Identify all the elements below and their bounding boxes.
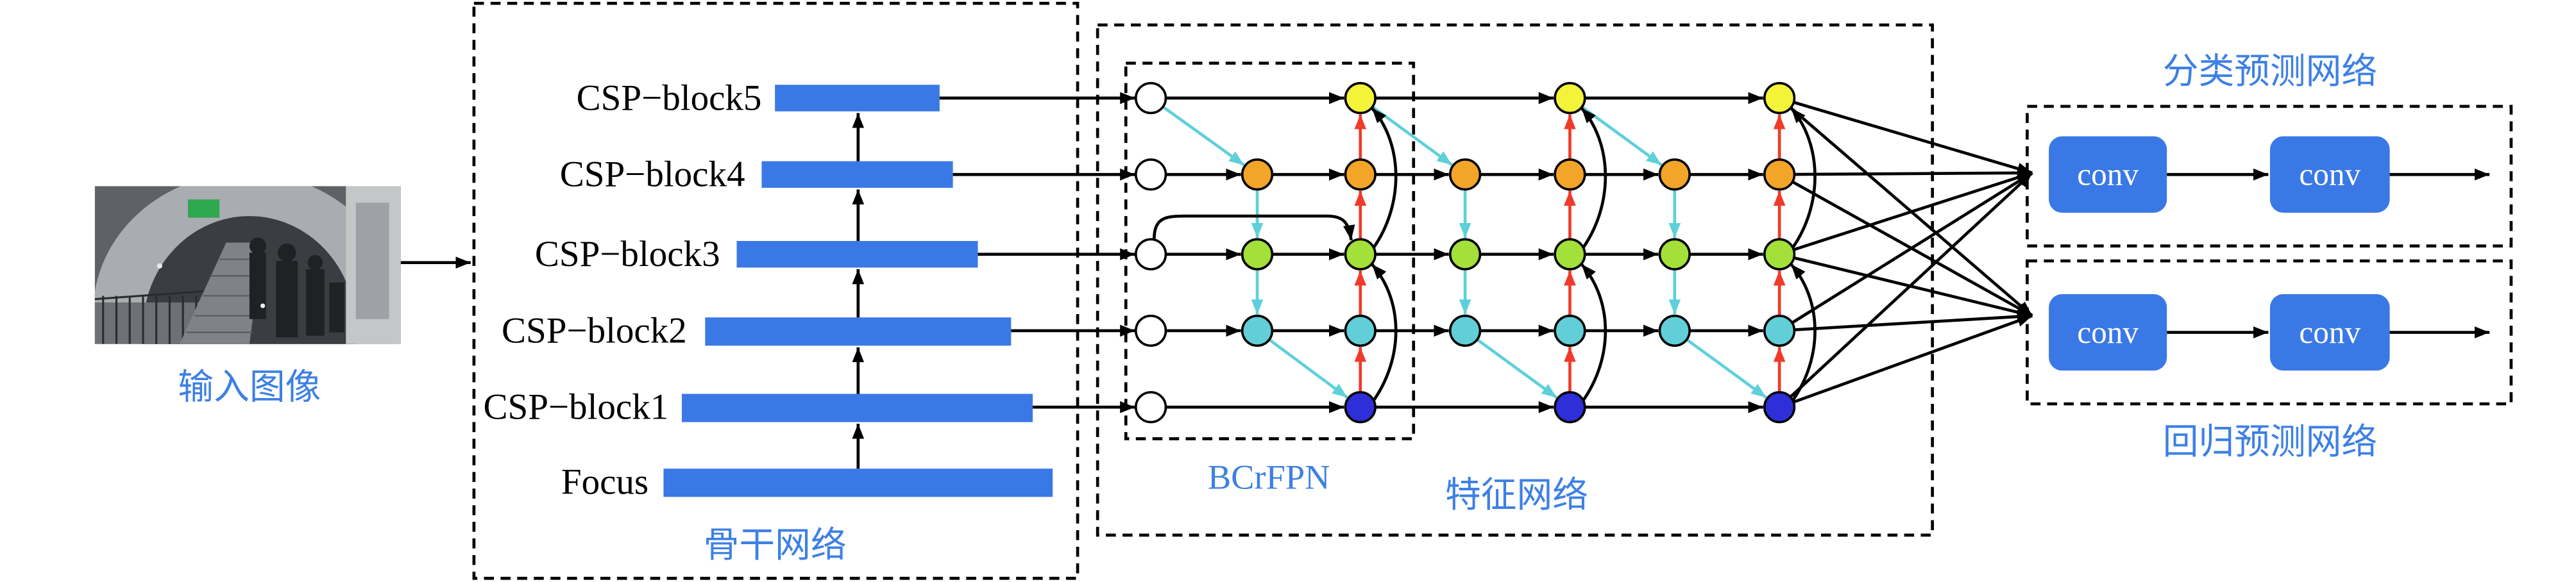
edge-to-head: [1793, 171, 2033, 251]
csp-block4-label: CSP−block4: [560, 154, 745, 195]
node-green-level3-col7: [1763, 238, 1796, 270]
node-green-level3-col6: [1658, 238, 1691, 270]
edge-skip-curve: [1580, 107, 1607, 249]
backbone-box: [472, 1, 1080, 580]
bcrfpn-label: BCrFPN: [1208, 458, 1330, 497]
csp-block3-label: CSP−block3: [535, 234, 720, 274]
node-cyan-level2-col6: [1658, 314, 1691, 347]
edge-top-down: [1580, 105, 1663, 167]
conv-label: conv: [2299, 315, 2360, 350]
regression-conv-1: conv: [2049, 294, 2167, 371]
edge-top-down: [1162, 105, 1245, 167]
conv-block: [2049, 294, 2167, 371]
edge-to-head: [1791, 171, 2033, 324]
edge-top-down: [1686, 338, 1767, 399]
focus-bar: [663, 469, 1053, 497]
node-blue-level1-col3: [1344, 391, 1377, 424]
csp-block5-label: CSP−block5: [577, 78, 762, 118]
bcrfpn-box: [1124, 62, 1416, 440]
csp-block2-bar: [705, 317, 1012, 346]
feature-network-title: 特征网络: [1445, 474, 1588, 516]
node-cyan-level2-col3: [1344, 314, 1377, 347]
conv-block: [2269, 294, 2390, 371]
input-image-label: 输入图像: [178, 367, 321, 408]
backbone-title: 骨干网络: [704, 524, 847, 566]
node-blue-level1-col5: [1554, 391, 1586, 424]
fpn-edges: [1152, 92, 2033, 413]
edge-to-head: [1793, 314, 2033, 404]
node-orange-level4-col6: [1658, 158, 1691, 191]
edge-skip-curve: [1371, 263, 1398, 402]
node-green-level3-col3: [1344, 238, 1377, 270]
regression-head-title: 回归预测网络: [2163, 421, 2377, 463]
edge-to-head: [1793, 256, 2033, 319]
node-orange-level4-col3: [1344, 158, 1377, 191]
node-orange-level4-col4: [1448, 158, 1482, 191]
edge-to-head: [1794, 310, 2033, 331]
node-cyan-level2-col7: [1763, 314, 1796, 347]
conv-label: conv: [2299, 157, 2360, 192]
node-green-level3-col2: [1241, 238, 1274, 270]
input-image: [94, 186, 401, 344]
conv-label: conv: [2077, 157, 2139, 192]
csp-block5-bar: [775, 85, 940, 112]
conv-block: [2049, 136, 2167, 213]
node-yellow-level5-col7: [1763, 81, 1796, 115]
edge-skip-curve: [1152, 214, 1355, 240]
node-green-level3-col4: [1448, 238, 1482, 270]
focus-label: Focus: [561, 461, 648, 502]
node-yellow-level5-col3: [1344, 81, 1377, 115]
classification-head-title: 分类预测网络: [2163, 51, 2377, 92]
node-orange-level4-col5: [1554, 158, 1586, 191]
node-green-level3-col5: [1554, 238, 1586, 270]
edge-skip-curve: [1371, 107, 1398, 249]
node-cyan-level2-col2: [1241, 314, 1274, 347]
backbone-blocks: CSP−block5 CSP−block4 CSP−block3 CSP−blo…: [483, 78, 1135, 502]
node-blue-level1-col7: [1763, 391, 1796, 424]
edge-top-down: [1476, 338, 1558, 399]
node-white-level5-col1: [1134, 81, 1167, 115]
node-orange-level4-col2: [1241, 158, 1274, 191]
classification-conv-2: conv: [2269, 136, 2390, 213]
node-cyan-level2-col5: [1554, 314, 1586, 347]
csp-block1-bar: [681, 394, 1033, 422]
edge-top-down: [1268, 338, 1348, 399]
node-white-level1-col1: [1134, 391, 1167, 424]
csp-block1-label: CSP−block1: [483, 387, 668, 428]
regression-conv-2: conv: [2269, 294, 2390, 371]
fpn-nodes: [1134, 81, 1796, 424]
regression-head-box: [2026, 259, 2513, 406]
edge-to-head: [1789, 171, 2033, 399]
node-yellow-level5-col5: [1554, 81, 1586, 115]
edge-skip-curve: [1580, 263, 1607, 402]
edge-to-head: [1793, 101, 2033, 174]
csp-block4-bar: [761, 161, 953, 188]
node-cyan-level2-col4: [1448, 314, 1482, 347]
node-white-level3-col1: [1134, 238, 1167, 270]
classification-head-box: [2026, 104, 2513, 248]
edge-to-head: [1794, 167, 2033, 179]
node-white-level2-col1: [1134, 314, 1167, 347]
node-white-level4-col1: [1134, 158, 1167, 191]
classification-conv-1: conv: [2049, 136, 2167, 213]
conv-block: [2269, 136, 2390, 213]
csp-block3-bar: [736, 240, 978, 268]
node-orange-level4-col7: [1763, 158, 1796, 191]
csp-block2-label: CSP−block2: [502, 310, 687, 351]
conv-label: conv: [2077, 315, 2139, 350]
